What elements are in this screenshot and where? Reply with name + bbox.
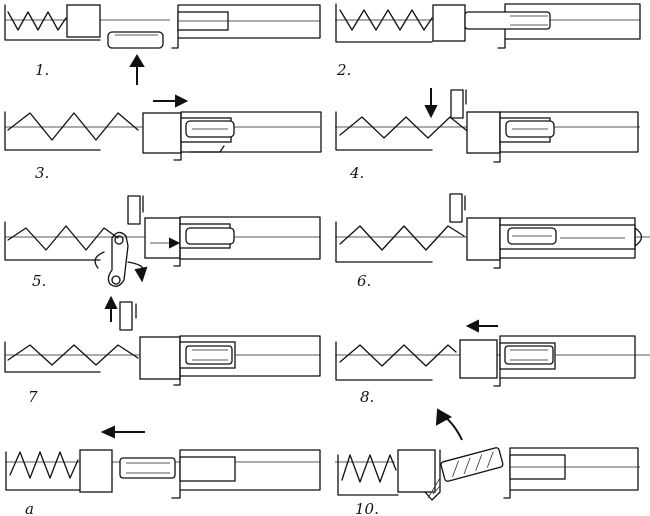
pusher xyxy=(127,195,141,225)
step-7: 7 xyxy=(4,335,321,406)
up-arrow xyxy=(104,295,118,309)
down-arrow xyxy=(424,105,438,119)
spring xyxy=(339,344,457,367)
plunger-block xyxy=(397,449,436,493)
left-arrow xyxy=(465,319,479,333)
spring xyxy=(341,454,397,483)
spring xyxy=(7,225,119,251)
pusher xyxy=(450,89,464,119)
pusher xyxy=(449,193,463,223)
pusher-lower xyxy=(119,301,133,331)
step-label-4: 4. xyxy=(349,164,364,182)
plunger-block xyxy=(79,449,113,493)
plunger-block xyxy=(139,336,181,380)
plunger-block xyxy=(142,112,182,154)
step-label-3: 3. xyxy=(35,164,49,182)
step-6: 6. xyxy=(335,193,650,290)
spring xyxy=(9,451,79,479)
up-left-arrow xyxy=(435,408,453,426)
left-arrow xyxy=(100,425,115,439)
plunger-block xyxy=(66,4,101,38)
plunger-block xyxy=(466,217,501,261)
part-piece xyxy=(119,457,176,479)
part-piece xyxy=(185,227,235,245)
step-5: 5. xyxy=(4,195,321,331)
lever xyxy=(107,231,129,287)
step-3: 3. xyxy=(4,94,322,182)
spring xyxy=(339,225,465,251)
plunger-block xyxy=(432,4,466,42)
step-label-2: 2. xyxy=(336,61,351,79)
step-10: 10. xyxy=(335,408,640,516)
plunger-block xyxy=(459,339,498,379)
step-label-9: a xyxy=(25,500,34,516)
part-piece xyxy=(440,447,504,482)
step-label-8: 8. xyxy=(360,388,374,406)
up-arrow xyxy=(129,54,145,67)
step-label-10: 10. xyxy=(355,500,379,516)
spring xyxy=(7,11,67,31)
step-4: 4. xyxy=(335,88,640,182)
step-2: 2. xyxy=(335,3,641,79)
step-label-6: 6. xyxy=(357,272,371,290)
step-label-1: 1. xyxy=(35,61,49,79)
plunger-block xyxy=(466,111,501,154)
spring xyxy=(7,112,139,141)
step-8: 8. xyxy=(335,319,650,406)
step-label-7: 7 xyxy=(28,388,38,406)
plunger-block xyxy=(144,217,181,259)
right-arrow xyxy=(175,94,189,108)
step-1: 1. xyxy=(4,4,321,85)
spring xyxy=(339,116,467,139)
spring xyxy=(7,344,139,366)
step-label-5: 5. xyxy=(32,272,46,290)
part-piece xyxy=(504,345,554,365)
spring xyxy=(339,9,433,31)
part-piece xyxy=(107,31,164,49)
part-piece xyxy=(464,11,551,30)
step-9: a xyxy=(5,425,321,516)
part-piece xyxy=(185,345,233,365)
